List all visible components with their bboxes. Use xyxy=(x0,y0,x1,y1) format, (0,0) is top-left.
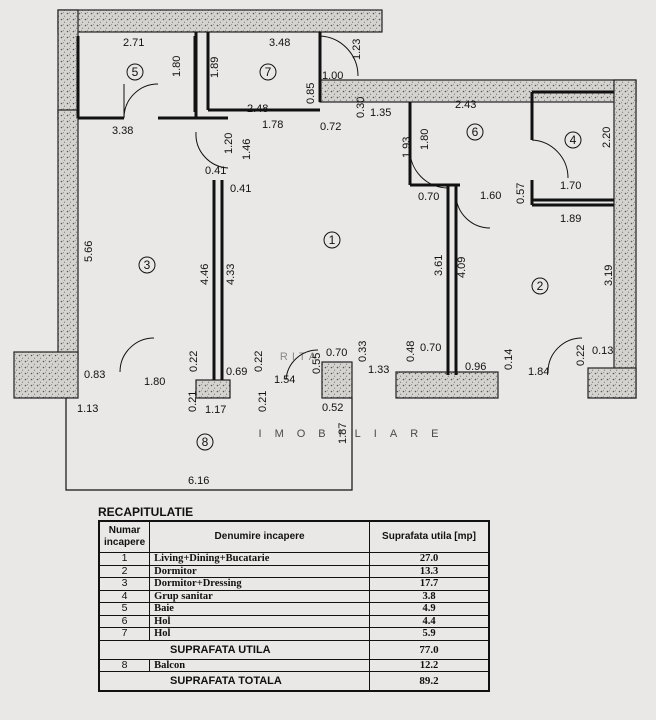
dimension-label: 0.21 xyxy=(187,391,199,412)
svg-text:7: 7 xyxy=(265,65,272,79)
dimension-label: 1.84 xyxy=(528,366,549,378)
svg-text:2: 2 xyxy=(537,279,544,293)
recap-title: RECAPITULATIE xyxy=(98,505,194,519)
dimension-label: 0.85 xyxy=(305,83,317,104)
dimension-label: 1.89 xyxy=(560,213,581,225)
dimension-label: 0.41 xyxy=(205,165,226,177)
dimension-label: 0.83 xyxy=(84,369,105,381)
svg-text:1: 1 xyxy=(329,233,336,247)
dimension-label: 0.22 xyxy=(253,351,265,372)
dimension-label: 1.17 xyxy=(205,404,226,416)
dimension-label: 1.80 xyxy=(171,56,183,77)
dimension-label: 1.87 xyxy=(337,423,349,444)
dimension-label: 1.80 xyxy=(419,129,431,150)
dimension-label: 0.70 xyxy=(326,347,347,359)
header-area: Suprafata utila [mp] xyxy=(369,520,490,553)
dimension-label: 0.70 xyxy=(418,191,439,203)
dimension-label: 0.55 xyxy=(311,353,323,374)
dimension-label: 0.22 xyxy=(575,345,587,366)
dimension-label: 0.52 xyxy=(322,402,343,414)
dimension-label: 3.38 xyxy=(112,125,133,137)
useful-area-row: SUPRAFATA UTILA 77.0 xyxy=(98,639,490,660)
header-num: Numar incapere xyxy=(98,520,151,553)
walls xyxy=(13,9,637,399)
svg-text:8: 8 xyxy=(202,435,209,449)
svg-text:3: 3 xyxy=(144,258,151,272)
dimension-label: 2.43 xyxy=(455,99,476,111)
dimension-label: 1.78 xyxy=(262,119,283,131)
dimension-label: 6.16 xyxy=(188,475,209,487)
dimension-label: 0.69 xyxy=(226,366,247,378)
dimension-label: 3.19 xyxy=(603,265,615,286)
dimension-label: 0.14 xyxy=(503,349,515,370)
dimension-label: 4.46 xyxy=(199,264,211,285)
dimension-label: 3.48 xyxy=(269,37,290,49)
dimension-label: 1.35 xyxy=(370,107,391,119)
dimension-label: 0.48 xyxy=(405,341,417,362)
dimension-label: 1.46 xyxy=(241,139,253,160)
dimension-label: 0.70 xyxy=(420,342,441,354)
room-label-6: 6 xyxy=(466,123,484,141)
total-area-row: SUPRAFATA TOTALA 89.2 xyxy=(98,671,490,692)
floor-plan: 1 2 3 4 5 6 7 8 RITA IMOBILIARE 2.71 1.8… xyxy=(13,9,637,491)
interior-walls xyxy=(76,32,614,380)
svg-text:4: 4 xyxy=(570,133,577,147)
dimension-labels: 2.71 1.80 1.89 3.48 1.23 1.00 0.85 0.30 … xyxy=(77,37,615,487)
dimension-label: 0.57 xyxy=(515,183,527,204)
dimension-label: 4.09 xyxy=(456,257,468,278)
room-label-4: 4 xyxy=(564,131,582,149)
dimension-label: 2.71 xyxy=(123,37,144,49)
dimension-label: 1.33 xyxy=(368,364,389,376)
room-label-8: 8 xyxy=(196,433,214,451)
dimension-label: 0.72 xyxy=(320,121,341,133)
room-label-3: 3 xyxy=(138,256,156,274)
balcony-outline xyxy=(65,398,353,491)
recap-table: Numar incapere Denumire incapere Suprafa… xyxy=(98,520,490,692)
dimension-label: 1.80 xyxy=(144,376,165,388)
dimension-label: 5.66 xyxy=(83,241,95,262)
dimension-label: 0.41 xyxy=(230,183,251,195)
dimension-label: 1.70 xyxy=(560,180,581,192)
dimension-label: 1.13 xyxy=(77,403,98,415)
room-label-7: 7 xyxy=(259,63,277,81)
doors xyxy=(119,35,583,381)
dimension-label: 1.89 xyxy=(209,57,221,78)
room-label-1: 1 xyxy=(323,231,341,249)
watermark-subtext: IMOBILIARE xyxy=(259,428,452,440)
room-label-2: 2 xyxy=(531,277,549,295)
dimension-label: 1.60 xyxy=(480,190,501,202)
room-label-5: 5 xyxy=(126,63,144,81)
dimension-label: 1.93 xyxy=(401,137,413,158)
dimension-label: 0.96 xyxy=(465,361,486,373)
dimension-label: 2.20 xyxy=(601,127,613,148)
dimension-label: 0.33 xyxy=(357,341,369,362)
watermark-logo: RITA xyxy=(280,351,320,363)
dimension-label: 1.54 xyxy=(274,374,295,386)
dimension-label: 0.21 xyxy=(257,391,269,412)
dimension-label: 3.61 xyxy=(433,255,445,276)
balcony-row: 8 Balcon 12.2 xyxy=(98,658,490,672)
dimension-label: 1.23 xyxy=(351,39,363,60)
header-name: Denumire incapere xyxy=(149,520,370,553)
dimension-label: 1.20 xyxy=(223,133,235,154)
dimension-label: 0.22 xyxy=(188,351,200,372)
dimension-label: 2.48 xyxy=(247,103,268,115)
dimension-label: 0.13 xyxy=(592,345,613,357)
svg-text:5: 5 xyxy=(132,65,139,79)
room-labels: 1 2 3 4 5 6 7 8 xyxy=(126,63,582,451)
dimension-label: 4.33 xyxy=(225,264,237,285)
svg-text:6: 6 xyxy=(472,125,479,139)
dimension-label: 1.00 xyxy=(322,70,343,82)
dimension-label: 0.30 xyxy=(355,97,367,118)
